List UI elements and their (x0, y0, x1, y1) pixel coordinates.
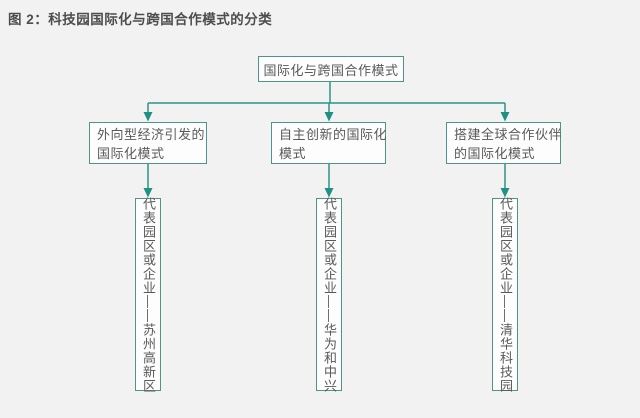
root-mode-box: 国际化与跨国合作模式 (258, 56, 404, 82)
example-box-suzhou: 代表园区或企业——苏州高新区 (135, 196, 161, 393)
example-label-vertical: 代表园区或企业——华为和中兴 (322, 196, 337, 393)
arrow-down-icon (500, 112, 510, 122)
mode-label-line: 外向型经济引发的 (97, 127, 206, 142)
example-box-tsinghua: 代表园区或企业——清华科技园 (492, 196, 518, 393)
mode-label-line: 自主创新的国际化 (279, 127, 388, 142)
example-label-vertical: 代表园区或企业——清华科技园 (498, 196, 513, 393)
mode-box-independent-innovation: 自主创新的国际化 模式 (271, 122, 388, 164)
example-label-vertical: 代表园区或企业——苏州高新区 (141, 196, 156, 393)
mode-label-line: 的国际化模式 (454, 146, 536, 161)
root-mode-label: 国际化与跨国合作模式 (263, 62, 399, 78)
mode-label-line: 模式 (279, 146, 307, 161)
figure-title: 图 2：科技园国际化与跨国合作模式的分类 (8, 12, 273, 27)
mode-box-global-partners: 搭建全球合作伙伴 的国际化模式 (446, 122, 563, 164)
mode-label-line: 搭建全球合作伙伴 (454, 127, 563, 142)
mode-label-line: 国际化模式 (97, 146, 165, 161)
arrow-down-icon (324, 112, 334, 122)
mode-box-export-economy: 外向型经济引发的 国际化模式 (89, 122, 207, 164)
arrow-down-icon (143, 112, 153, 122)
example-box-huawei-zte: 代表园区或企业——华为和中兴 (316, 196, 342, 393)
